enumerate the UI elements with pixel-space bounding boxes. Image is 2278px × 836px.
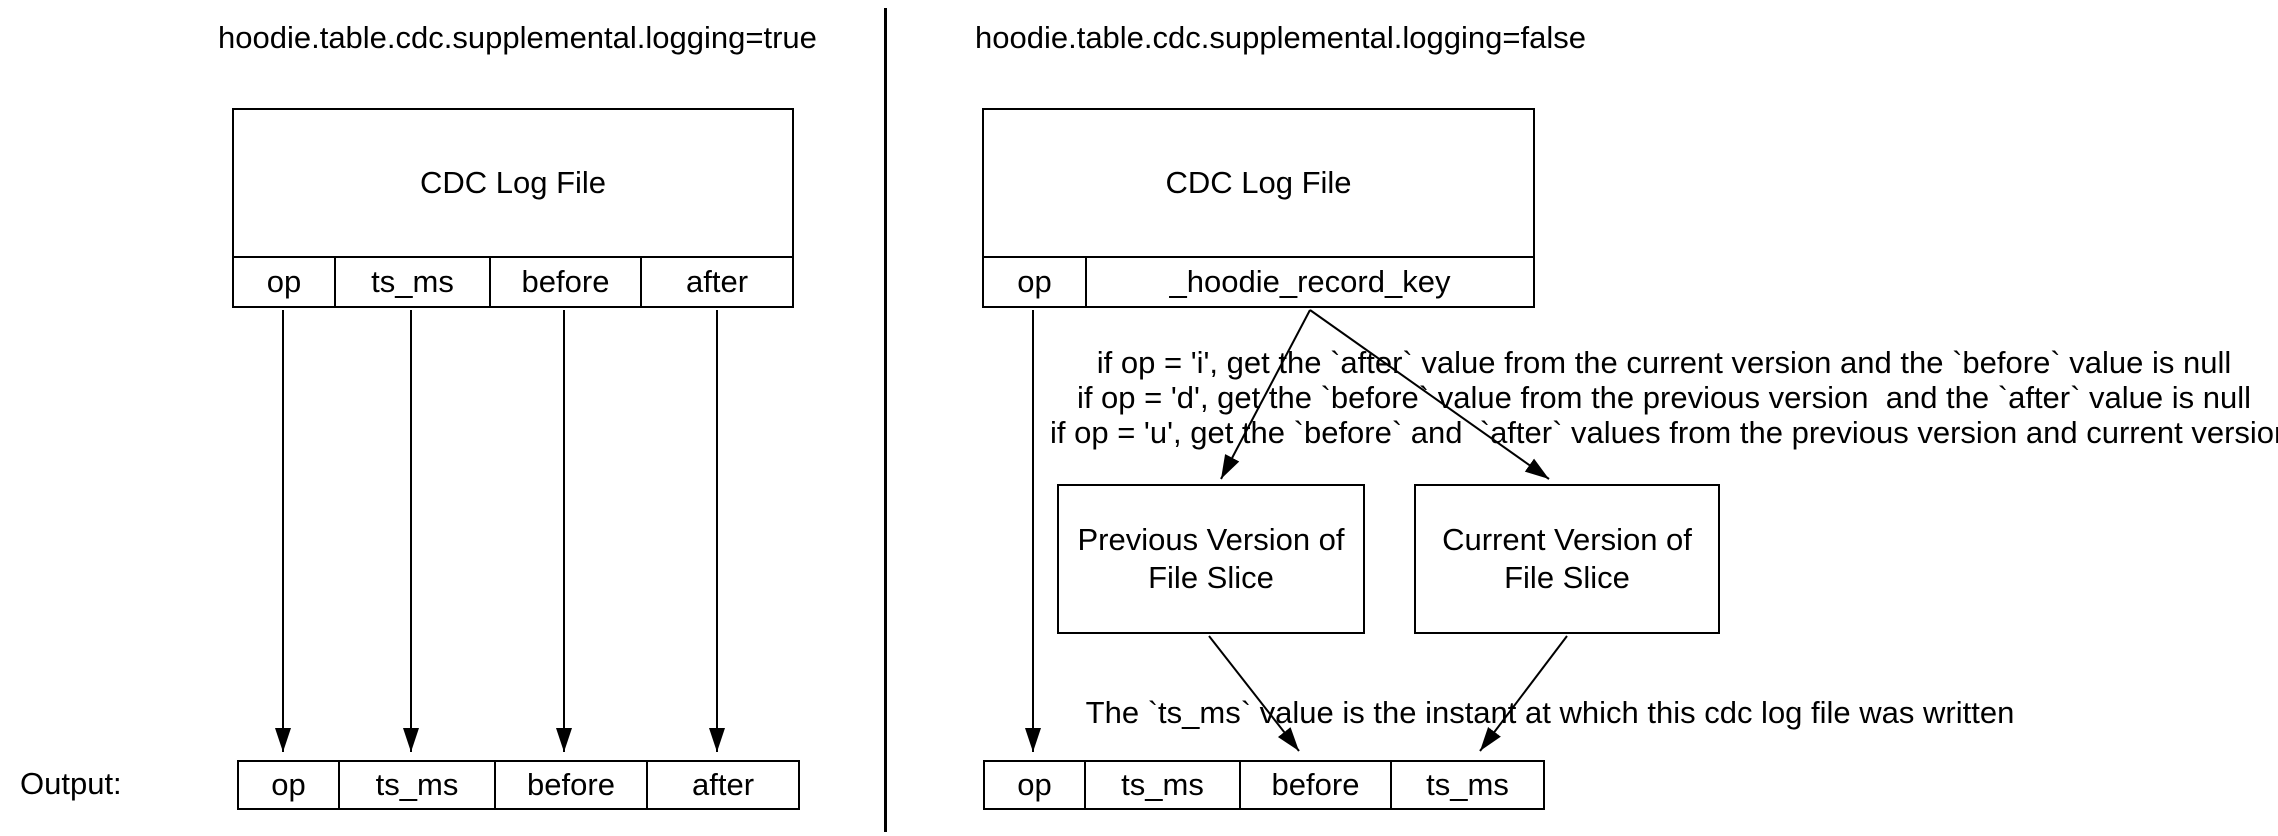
output-cell-ts-ms: ts_ms xyxy=(338,762,494,808)
arrow-current-to-output xyxy=(1479,635,1568,752)
output-cell-before: before xyxy=(1239,762,1390,808)
condition-insert: if op = 'i', get the `after` value from … xyxy=(1096,345,2232,380)
output-cell-ts-ms: ts_ms xyxy=(1084,762,1239,808)
previous-version-file-slice-box: Previous Version of File Slice xyxy=(1057,484,1365,634)
column-cell-hoodie-record-key: _hoodie_record_key xyxy=(1085,258,1533,306)
left-cdc-log-file-box: CDC Log File op ts_ms before after xyxy=(232,108,794,308)
right-cdc-columns-row: op _hoodie_record_key xyxy=(984,256,1533,306)
column-cell-ts-ms: ts_ms xyxy=(334,258,489,306)
right-config-title: hoodie.table.cdc.supplemental.logging=fa… xyxy=(975,20,1586,55)
output-cell-op: op xyxy=(271,767,306,802)
output-cell-ts-ms-2: ts_ms xyxy=(1390,762,1543,808)
right-output-row: op ts_ms before ts_ms xyxy=(983,760,1545,810)
output-cell-before: before xyxy=(494,762,646,808)
current-version-label-line1: Current Version of xyxy=(1442,522,1692,557)
column-cell-after: after xyxy=(640,258,792,306)
panel-divider-line xyxy=(884,8,887,832)
arrow-previous-to-output xyxy=(1208,635,1300,752)
current-version-file-slice-box: Current Version of File Slice xyxy=(1414,484,1720,634)
right-cdc-log-file-box: CDC Log File op _hoodie_record_key xyxy=(982,108,1535,308)
left-config-title: hoodie.table.cdc.supplemental.logging=tr… xyxy=(218,20,817,55)
column-cell-op: op xyxy=(1017,264,1052,299)
right-cdc-log-file-label: CDC Log File xyxy=(1165,165,1352,200)
current-version-label-line2: File Slice xyxy=(1504,560,1630,595)
previous-version-label-line2: File Slice xyxy=(1148,560,1274,595)
left-cdc-log-file-label: CDC Log File xyxy=(419,165,607,200)
previous-version-label-line1: Previous Version of xyxy=(1077,522,1345,557)
output-cell-op: op xyxy=(1017,767,1052,802)
output-cell-after: after xyxy=(646,762,798,808)
left-cdc-columns-row: op ts_ms before after xyxy=(234,256,792,306)
column-cell-before: before xyxy=(489,258,640,306)
condition-update: if op = 'u', get the `before` and `after… xyxy=(1050,415,2278,450)
column-cell-op: op xyxy=(266,264,302,299)
left-output-row: op ts_ms before after xyxy=(237,760,800,810)
output-label: Output: xyxy=(20,766,122,801)
op-conditions-text: if op = 'i', get the `after` value from … xyxy=(1050,345,2278,450)
ts-ms-note-text: The `ts_ms` value is the instant at whic… xyxy=(1085,695,2015,730)
condition-delete: if op = 'd', get the `before` value from… xyxy=(1076,380,2252,415)
